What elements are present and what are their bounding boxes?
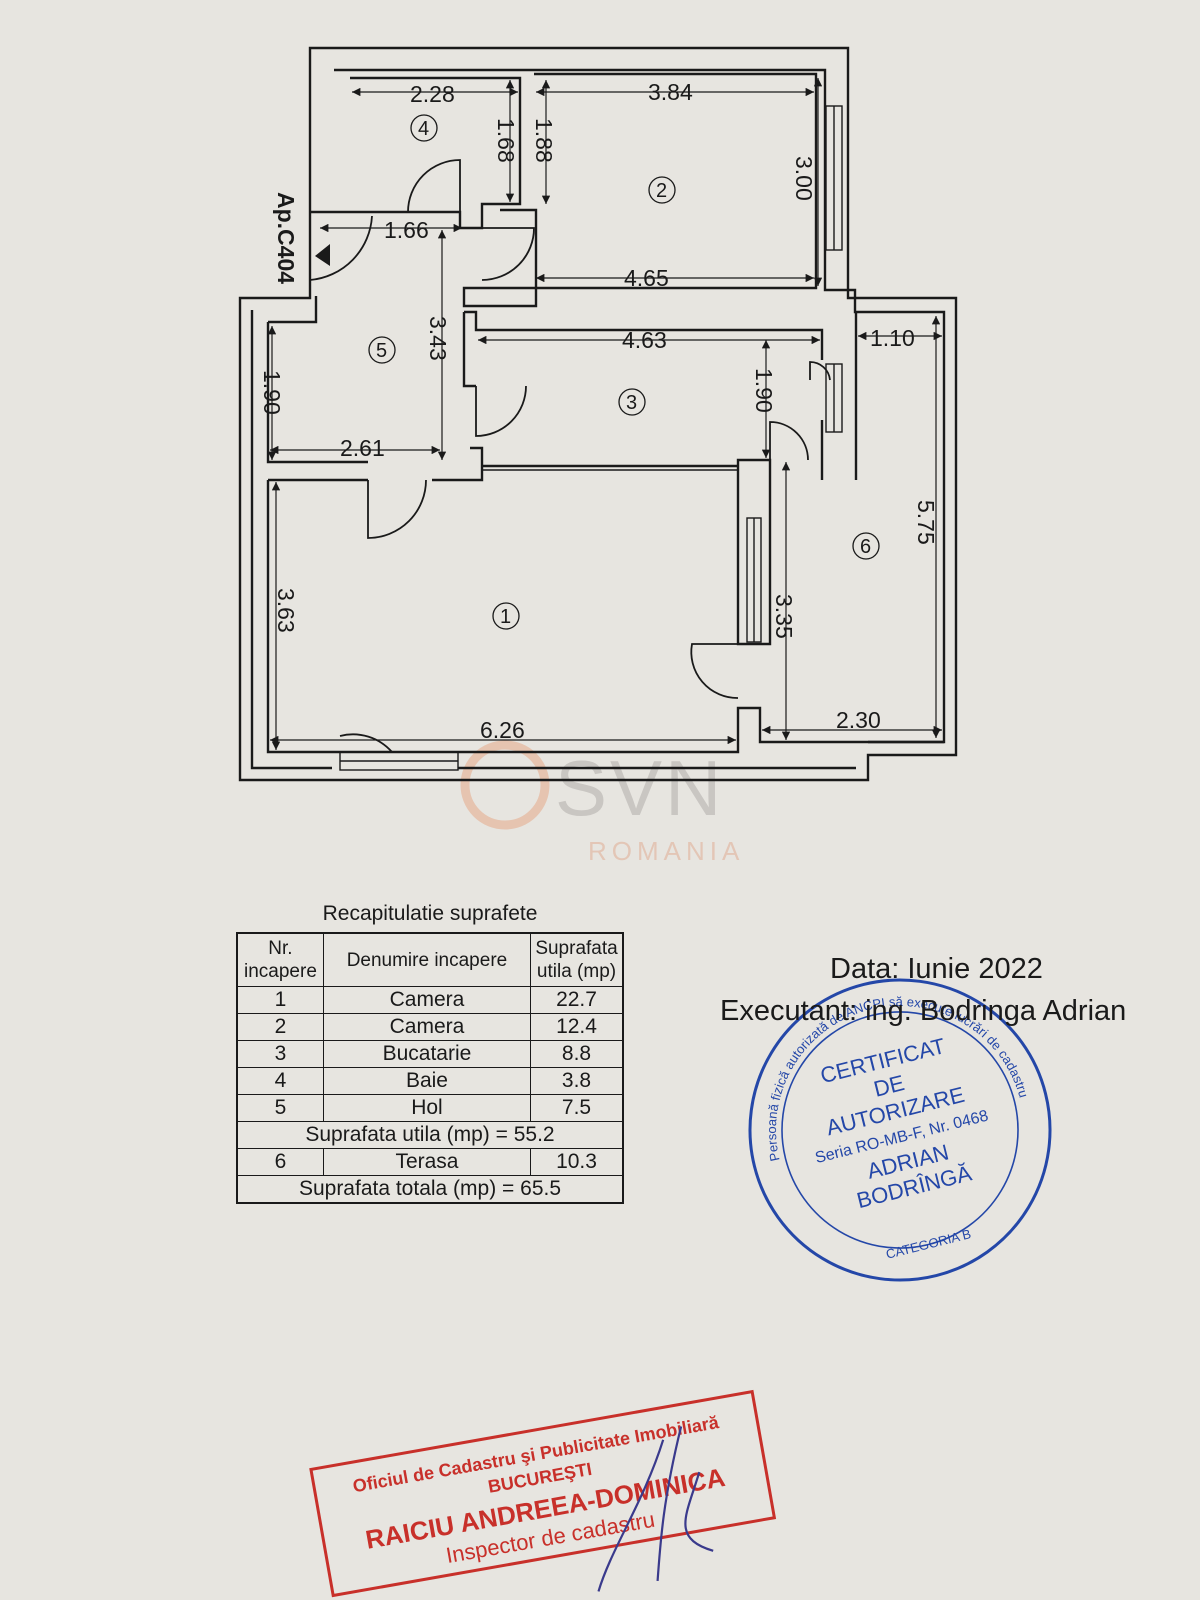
cell-name: Hol: [322, 1094, 532, 1122]
dim-room2-height: 3.00: [791, 156, 817, 201]
room-markers: 4 2 5 3 6 1: [368, 114, 880, 630]
watermark-country: ROMANIA: [588, 836, 744, 866]
dim-room2-depth: 1.88: [531, 118, 557, 163]
grand-total-row: Suprafata totala (mp) = 65.5: [236, 1175, 624, 1204]
dim-terrace-inner: 3.35: [771, 594, 797, 639]
door-room1: [367, 479, 427, 539]
door-kitchen-terrace: [809, 361, 831, 381]
grand-total: Suprafata totala (mp) = 65.5: [236, 1175, 624, 1204]
windows: [339, 105, 843, 771]
dim-hall-width: 1.66: [384, 217, 429, 243]
cell-nr: 1: [236, 986, 324, 1014]
apartment-label: Ap.C404: [273, 192, 299, 284]
room-marker-1: 1: [492, 602, 520, 630]
door-south: [339, 733, 394, 753]
door-kitchen: [475, 385, 527, 437]
cell-name: Baie: [322, 1067, 532, 1095]
summary-grid: Nr. incapere Denumire incapere Suprafata…: [236, 932, 624, 1204]
dim-room2-bottom: 4.65: [624, 265, 669, 291]
useful-total: Suprafata utila (mp) = 55.2: [236, 1121, 624, 1149]
signature-ocpi: [597, 1426, 714, 1592]
svg-text:2: 2: [656, 180, 667, 202]
watermark-logo: [460, 740, 550, 830]
door-entrance: [309, 212, 373, 281]
dim-room1-height: 3.63: [273, 588, 299, 633]
dim-hall-height: 3.43: [425, 316, 451, 361]
room-marker-5: 5: [368, 336, 396, 364]
header-area: Suprafata utila (mp): [530, 932, 624, 987]
dimension-lines: [267, 78, 942, 750]
header-name: Denumire incapere: [322, 932, 532, 987]
cell-area: 8.8: [530, 1040, 624, 1068]
cell-nr: 3: [236, 1040, 324, 1068]
entrance-arrow-icon: [315, 244, 330, 266]
dim-kitchen-height: 1.90: [751, 368, 777, 413]
cell-name: Camera: [322, 1013, 532, 1041]
document-info: Data: Iunie 2022 Executant: ing. Bodring…: [720, 948, 1126, 1032]
cell-nr: 2: [236, 1013, 324, 1041]
walls: [238, 46, 958, 782]
room-marker-2: 2: [648, 176, 676, 204]
dimension-labels: 2.28 1.68 1.88 3.84 3.00 1.66 4.65 3.43 …: [259, 79, 939, 743]
cell-area: 7.5: [530, 1094, 624, 1122]
summary-title: Recapitulatie suprafete: [322, 902, 538, 925]
executant: Executant: ing. Bodringa Adrian: [720, 995, 1127, 1027]
room-marker-4: 4: [410, 114, 438, 142]
room-marker-6: 6: [852, 532, 880, 560]
cell-nr: 5: [236, 1094, 324, 1122]
cell-name: Camera: [322, 986, 532, 1014]
cell-name: Bucatarie: [322, 1040, 532, 1068]
dim-room2-width: 3.84: [648, 79, 693, 105]
cell-nr: 4: [236, 1067, 324, 1095]
cell-nr: 6: [236, 1148, 324, 1176]
door-terrace: [690, 643, 739, 699]
cell-area: 22.7: [530, 986, 624, 1014]
svg-text:5: 5: [376, 340, 387, 362]
door-room2: [481, 227, 535, 281]
dim-terrace-bottom: 2.30: [836, 707, 881, 733]
doors: [309, 159, 831, 753]
dim-room4-width: 2.28: [410, 81, 455, 107]
summary-header-row: Nr. incapere Denumire incapere Suprafata…: [236, 932, 624, 987]
dim-room4-height: 1.68: [493, 118, 519, 163]
door-terrace-2: [769, 421, 809, 461]
watermark: SVN ROMANIA: [460, 740, 744, 866]
document-date: Data: Iunie 2022: [830, 953, 1043, 985]
stamp-ocpi: Oficiul de Cadastru şi Publicitate Imobi…: [309, 1389, 777, 1598]
dim-hall-left: 1.90: [259, 370, 285, 415]
summary-table: Recapitulatie suprafete Nr. incapere Den…: [236, 902, 624, 1204]
dim-terrace-top: 1.10: [870, 325, 915, 351]
stamp-authorization: Persoană fizică autorizată de ANCPI să e…: [0, 0, 1052, 1349]
cell-area: 12.4: [530, 1013, 624, 1041]
entrance-marker: Ap.C404: [273, 192, 330, 284]
door-bath: [407, 159, 461, 213]
room-marker-3: 3: [618, 388, 646, 416]
useful-total-row: Suprafata utila (mp) = 55.2: [236, 1121, 624, 1149]
svg-text:6: 6: [860, 536, 871, 558]
cell-area: 3.8: [530, 1067, 624, 1095]
dim-room1-width: 6.26: [480, 717, 525, 743]
dim-kitchen-width: 4.63: [622, 327, 667, 353]
header-nr: Nr. incapere: [236, 932, 324, 987]
dim-hall-bottom: 2.61: [340, 435, 385, 461]
svg-text:4: 4: [418, 118, 429, 140]
svg-text:3: 3: [626, 392, 637, 414]
watermark-brand: SVN: [555, 744, 724, 832]
svg-text:1: 1: [500, 606, 511, 628]
stamp-category: CATEGORIA B: [884, 1226, 972, 1262]
cell-name: Terasa: [322, 1148, 532, 1176]
cell-area: 10.3: [530, 1148, 624, 1176]
dim-terrace-height: 5.75: [913, 500, 939, 545]
